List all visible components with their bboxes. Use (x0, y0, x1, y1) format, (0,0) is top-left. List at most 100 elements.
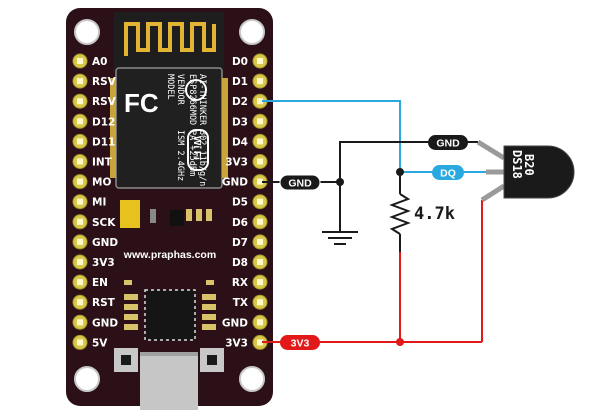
usb-connector (140, 352, 198, 410)
left-pin-label: A0 (92, 56, 107, 68)
smd-small-a (124, 280, 132, 285)
right-pin-4: D4 (232, 133, 268, 149)
website-label: www.praphas.com (123, 249, 216, 261)
right-pin-8-pin-hole (257, 218, 263, 225)
left-pin-12: RST (72, 294, 116, 310)
sensor-leg-gnd-bend (476, 139, 506, 161)
right-pin-2-pin-hole (257, 98, 263, 105)
right-pin-6-pin-hole (257, 178, 263, 185)
tag-3v3: 3V3 (280, 335, 320, 350)
right-pin-label: D5 (232, 197, 248, 209)
ground-symbol (322, 231, 358, 245)
left-pin-5-pin-hole (77, 158, 83, 165)
left-pin-label: GND (92, 237, 118, 249)
tag-gnd-sensor-text: GND (436, 138, 460, 150)
left-pin-0-pin-hole (77, 58, 83, 64)
right-pin-8: D6 (232, 214, 268, 230)
tag-gnd-left: GND (279, 174, 321, 191)
wire-gnd-to-sensor (339, 141, 432, 182)
resistor-value-label: 4.7k (414, 204, 455, 224)
right-pin-label: D4 (232, 136, 248, 148)
fcc-mark: FC (124, 88, 159, 118)
chip-left-pads (124, 294, 138, 330)
antenna-trace (124, 22, 216, 56)
left-pin-4-pin-hole (77, 138, 83, 145)
left-pin-13: GND (72, 314, 118, 330)
right-pin-label: D1 (232, 76, 248, 88)
right-pin-13-pin-hole (257, 319, 263, 326)
left-pin-label: RSV (92, 76, 117, 88)
right-pin-0-pin-hole (257, 58, 263, 64)
left-pin-label: INT (92, 157, 113, 169)
right-pin-14: 3V3 (225, 334, 268, 350)
right-pin-3: D3 (232, 113, 268, 129)
left-pin-7: MI (72, 194, 106, 210)
left-pin-9-pin-hole (77, 238, 83, 245)
yellow-capacitor (120, 200, 140, 228)
mounting-hole-top-left (74, 19, 100, 45)
left-pin-label: EN (92, 277, 108, 289)
sensor-leg-vdd (480, 183, 506, 203)
module-text-line-5: PA +25dBm (187, 130, 197, 176)
left-pin-14: 5V (72, 334, 108, 350)
right-pin-9-pin-hole (257, 238, 263, 245)
module-text-line-4: ISM 2.4GHz (175, 130, 185, 181)
right-pin-label: D0 (232, 56, 248, 68)
left-pin-2-pin-hole (77, 98, 83, 105)
smd-small-b (206, 280, 214, 285)
right-pin-label: GND (222, 177, 248, 189)
right-pin-label: D6 (232, 217, 248, 229)
tag-gnd-sensor: GND (428, 135, 468, 150)
sensor-text-block: DS18 B20 (510, 150, 536, 186)
smd-4 (150, 209, 156, 223)
right-pin-13: GND (222, 314, 268, 330)
tag-dq-text: DQ (440, 168, 456, 180)
right-pin-6: GND (222, 174, 268, 190)
left-pin-3: D12 (72, 113, 115, 129)
module-text-line-3: AI-THINKER (197, 74, 207, 126)
module-text-line-6: 802.11b/g/n (197, 130, 207, 186)
left-pin-8-pin-hole (77, 218, 83, 225)
junction-gnd (336, 178, 344, 186)
tag-3v3-text: 3V3 (291, 338, 310, 350)
chip-right-pads (202, 294, 216, 330)
junction-dq (396, 168, 404, 176)
left-pin-12-pin-hole (77, 299, 83, 306)
left-pin-10: 3V3 (72, 254, 115, 270)
right-pin-12: TX (233, 294, 268, 310)
wires: 4.7k (262, 100, 512, 346)
right-pin-label: D2 (232, 96, 248, 108)
right-pin-10-pin-hole (257, 259, 263, 265)
module-text-line-0: MODEL (165, 74, 175, 100)
wifi-logo-icon: Wi Fi (187, 129, 209, 171)
tag-gnd-left-text: GND (288, 178, 312, 190)
left-pin-label: MO (92, 177, 111, 189)
left-pin-label: RST (92, 297, 116, 309)
sensor-label: DS18 B20 (510, 150, 536, 186)
smd-3 (206, 209, 212, 221)
right-pin-2: D2 (232, 93, 268, 109)
sensor-label-line-1: DS18 (510, 150, 524, 179)
tag-dq: DQ (432, 165, 464, 180)
left-pin-label: 3V3 (92, 257, 115, 269)
right-pin-7-pin-hole (257, 198, 263, 205)
left-pin-11-pin-hole (77, 279, 83, 286)
smd-1 (186, 209, 192, 221)
right-pin-0: D0 (232, 53, 268, 69)
resistor-zigzag (389, 193, 411, 235)
right-pin-label: RX (232, 277, 248, 289)
usb-connector-shade (140, 352, 198, 356)
left-pin-6-pin-hole (77, 178, 83, 185)
left-pin-9: GND (72, 234, 118, 250)
flash-button-cap (207, 355, 217, 365)
left-pin-2: RSV (72, 93, 117, 109)
left-pin-0: A0 (72, 53, 107, 69)
right-pin-9: D7 (232, 234, 268, 250)
left-pin-13-pin-hole (77, 319, 83, 326)
right-pin-4-pin-hole (257, 138, 263, 145)
usb-chip (144, 289, 196, 341)
right-pin-label: D8 (232, 257, 248, 269)
left-pin-11: EN (72, 274, 108, 290)
